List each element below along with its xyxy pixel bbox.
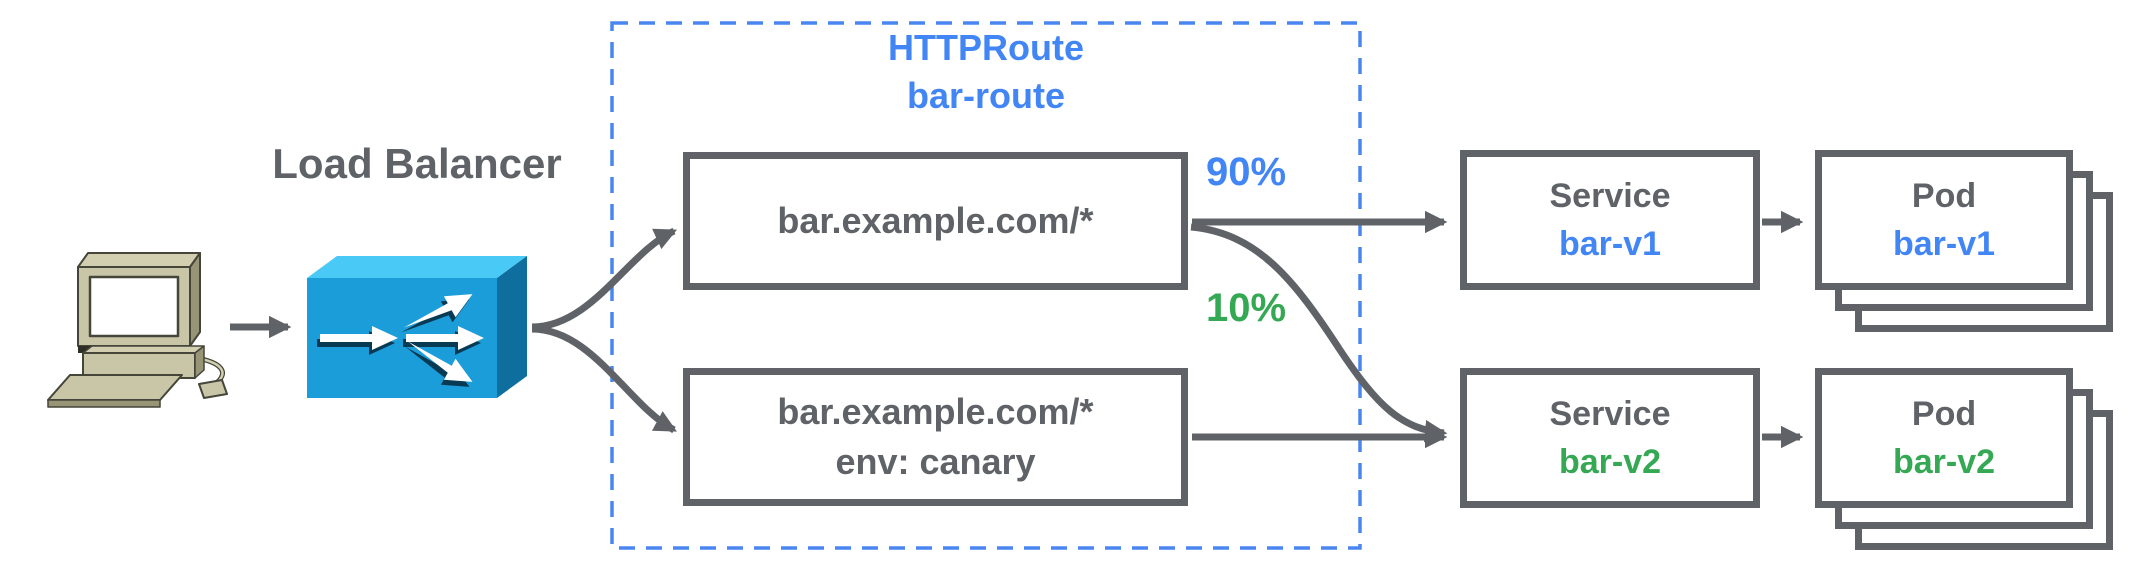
load-balancer-label: Load Balancer <box>272 140 562 187</box>
pod-bar-v2-box: Pod bar-v2 <box>1815 368 2073 508</box>
lb-side-face <box>497 256 527 398</box>
route-rule-canary-match: bar.example.com/* <box>777 391 1094 433</box>
service-kind: Service <box>1549 176 1671 215</box>
pod-stack-bar-v1: Pod bar-v1 <box>1815 150 2113 332</box>
service-bar-v1-box: Service bar-v1 <box>1460 150 1760 290</box>
service-name: bar-v2 <box>1558 443 1662 481</box>
httproute-name: bar-route <box>906 74 1065 116</box>
pod-name: bar-v1 <box>1892 225 1996 263</box>
load-balancer-icon <box>307 256 527 398</box>
httproute-title: HTTPRoute bar-route <box>786 24 1186 119</box>
weight-label-10: 10% <box>1206 286 1287 330</box>
arrow-lb-to-rule2 <box>531 325 677 434</box>
base-side-face <box>194 345 205 379</box>
pod-bar-v1-box: Pod bar-v1 <box>1815 150 2073 290</box>
lb-fanout-arrows <box>320 294 484 382</box>
route-rule-primary-match: bar.example.com/* <box>777 200 1094 242</box>
pod-kind: Pod <box>1911 176 1977 215</box>
httproute-kind: HTTPRoute <box>888 27 1084 68</box>
client-computer-icon <box>47 252 228 408</box>
base-top-face <box>82 345 205 354</box>
mouse-body <box>198 379 228 399</box>
arrow-rule1-to-service2-10pct <box>1190 223 1448 443</box>
lb-top-face <box>307 256 527 278</box>
pod-name: bar-v2 <box>1892 443 1996 481</box>
keyboard-top <box>47 374 183 401</box>
service-kind: Service <box>1549 394 1671 433</box>
pod-kind: Pod <box>1911 394 1977 433</box>
pod-stack-bar-v2: Pod bar-v2 <box>1815 368 2113 550</box>
monitor-side-face <box>189 252 201 347</box>
weight-label-90: 90% <box>1206 150 1287 194</box>
monitor-top-face <box>77 252 201 268</box>
route-rule-canary-box: bar.example.com/* env: canary <box>683 368 1188 506</box>
monitor-screen <box>88 275 180 338</box>
keyboard-front <box>47 399 161 408</box>
service-name: bar-v1 <box>1558 225 1662 263</box>
route-rule-canary-header: env: canary <box>835 441 1036 482</box>
service-bar-v2-box: Service bar-v2 <box>1460 368 1760 508</box>
arrow-lb-to-rule1 <box>531 227 678 331</box>
route-rule-primary-box: bar.example.com/* <box>683 152 1188 290</box>
